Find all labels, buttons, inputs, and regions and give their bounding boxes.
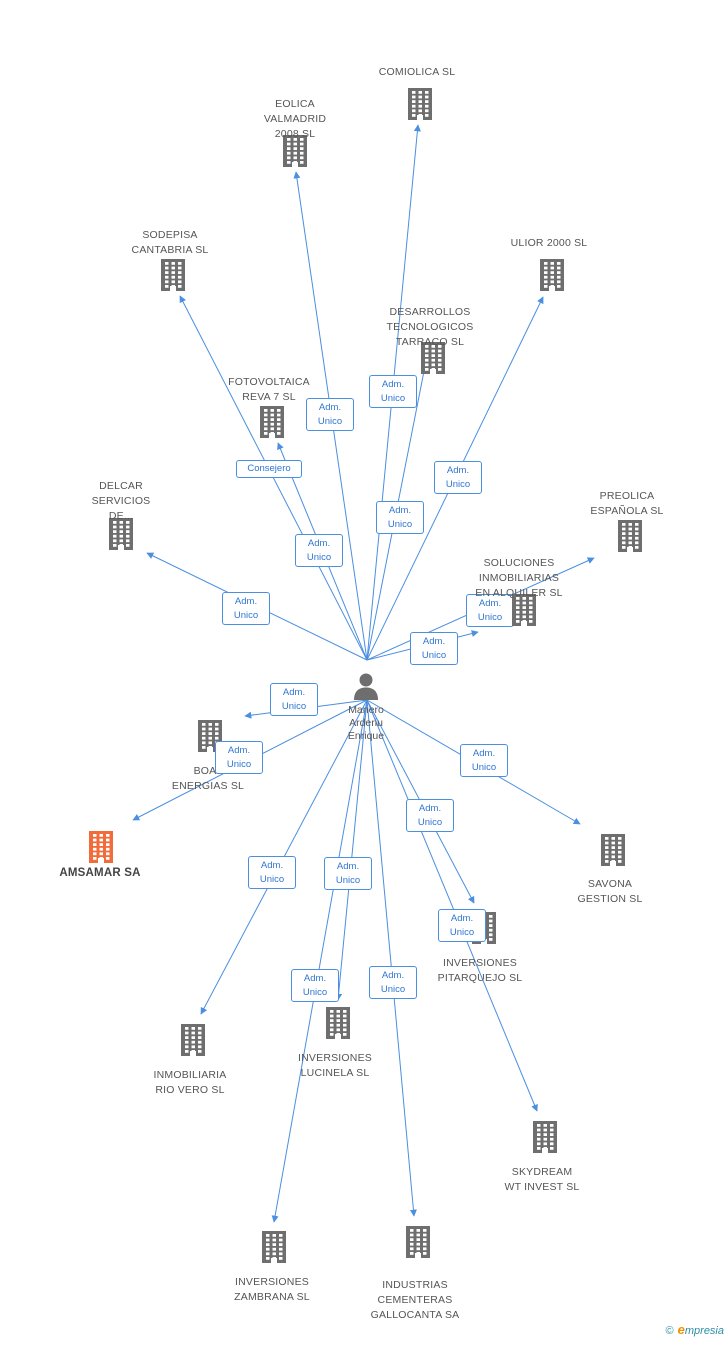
company-name: EOLICA VALMADRID 2008 SL xyxy=(263,98,327,140)
company-node-eolica[interactable]: EOLICA VALMADRID 2008 SL xyxy=(235,97,355,142)
role-label-fotovoltaica[interactable]: Consejero xyxy=(236,460,302,478)
brand-name: mpresia xyxy=(684,1325,724,1337)
building-icon xyxy=(421,342,445,374)
company-node-skydream[interactable]: SKYDREAM WT INVEST SL xyxy=(482,1165,602,1195)
role-label-soluciones[interactable]: Adm. Unico xyxy=(410,632,458,665)
role-label-delcar[interactable]: Adm. Unico xyxy=(222,592,270,625)
building-icon xyxy=(406,1226,430,1258)
role-label-preolica[interactable]: Adm. Unico xyxy=(466,594,514,627)
role-label-ulior[interactable]: Adm. Unico xyxy=(434,461,482,494)
company-name: INDUSTRIAS CEMENTERAS GALLOCANTA SA xyxy=(370,1279,460,1321)
edge-lucinela xyxy=(335,699,368,1001)
building-icon xyxy=(283,135,307,167)
role-label-zambrana[interactable]: Adm. Unico xyxy=(291,969,339,1002)
role-label-desarrollos[interactable]: Adm. Unico xyxy=(376,501,424,534)
role-label-boal[interactable]: Adm. Unico xyxy=(270,683,318,716)
role-label-skydream[interactable]: Adm. Unico xyxy=(438,909,486,942)
company-name: SODEPISA CANTABRIA SL xyxy=(131,229,209,256)
person-icon xyxy=(354,673,378,700)
building-icon xyxy=(326,1007,350,1039)
company-name: SAVONA GESTION SL xyxy=(577,878,643,905)
building-icon xyxy=(161,259,185,291)
role-label-lucinela[interactable]: Adm. Unico xyxy=(324,857,372,890)
role-label-pitarquejo[interactable]: Adm. Unico xyxy=(406,799,454,832)
building-icon xyxy=(540,259,564,291)
company-name: SKYDREAM WT INVEST SL xyxy=(504,1166,580,1193)
footer-brand[interactable]: ©empresia xyxy=(666,1322,724,1337)
building-icon xyxy=(408,88,432,120)
company-node-ulior[interactable]: ULIOR 2000 SL xyxy=(489,236,609,251)
building-icon xyxy=(181,1024,205,1056)
copyright-mark: © xyxy=(665,1325,674,1337)
company-node-pitarquejo[interactable]: INVERSIONES PITARQUEJO SL xyxy=(420,956,540,986)
company-node-zambrana[interactable]: INVERSIONES ZAMBRANA SL xyxy=(212,1275,332,1305)
company-node-comiolica[interactable]: COMIOLICA SL xyxy=(357,65,477,80)
edge-sodepisa xyxy=(179,295,368,661)
company-node-amsamar[interactable]: AMSAMAR SA xyxy=(40,866,160,881)
building-icon xyxy=(512,594,536,626)
edge-skydream xyxy=(366,699,538,1112)
company-node-sodepisa[interactable]: SODEPISA CANTABRIA SL xyxy=(110,228,230,258)
company-node-preolica[interactable]: PREOLICA ESPAÑOLA SL xyxy=(567,489,687,519)
company-name: INVERSIONES LUCINELA SL xyxy=(298,1052,372,1079)
role-label-savona[interactable]: Adm. Unico xyxy=(460,744,508,777)
role-label-comiolica[interactable]: Adm. Unico xyxy=(369,375,417,408)
company-node-soluciones[interactable]: SOLUCIONES INMOBILIARIAS EN ALQUILER SL xyxy=(459,556,579,601)
company-name: ULIOR 2000 SL xyxy=(510,237,588,249)
company-name: DELCAR SERVICIOS DE... xyxy=(91,480,151,522)
company-name: INVERSIONES PITARQUEJO SL xyxy=(437,957,523,984)
role-label-riovero[interactable]: Adm. Unico xyxy=(248,856,296,889)
role-label-sodepisa[interactable]: Adm. Unico xyxy=(295,534,343,567)
building-icon xyxy=(618,520,642,552)
company-node-delcar[interactable]: DELCAR SERVICIOS DE... xyxy=(61,479,181,524)
building-icon xyxy=(601,834,625,866)
center-person[interactable]: Manero Arderiu Enrique xyxy=(338,672,394,743)
company-name: PREOLICA ESPAÑOLA SL xyxy=(590,490,664,517)
person-name: Manero Arderiu Enrique xyxy=(347,704,385,742)
edge-zambrana xyxy=(271,699,368,1223)
company-node-savona[interactable]: SAVONA GESTION SL xyxy=(550,877,670,907)
role-label-cementeras[interactable]: Adm. Unico xyxy=(369,966,417,999)
role-label-eolica[interactable]: Adm. Unico xyxy=(306,398,354,431)
company-node-lucinela[interactable]: INVERSIONES LUCINELA SL xyxy=(275,1051,395,1081)
company-name: FOTOVOLTAICA REVA 7 SL xyxy=(228,376,310,403)
building-icon xyxy=(89,831,113,863)
building-icon xyxy=(533,1121,557,1153)
company-name: COMIOLICA SL xyxy=(378,66,456,78)
company-node-fotovoltaica[interactable]: FOTOVOLTAICA REVA 7 SL xyxy=(209,375,329,405)
role-label-amsamar[interactable]: Adm. Unico xyxy=(215,741,263,774)
company-name: INMOBILIARIA RIO VERO SL xyxy=(153,1069,227,1096)
company-name: AMSAMAR SA xyxy=(59,867,141,879)
company-node-riovero[interactable]: INMOBILIARIA RIO VERO SL xyxy=(130,1068,250,1098)
brand-initial: e xyxy=(677,1322,685,1337)
company-name: SOLUCIONES INMOBILIARIAS EN ALQUILER SL xyxy=(475,557,563,599)
company-name: INVERSIONES ZAMBRANA SL xyxy=(234,1276,310,1303)
company-name: DESARROLLOS TECNOLOGICOS TARRACO SL xyxy=(386,306,474,348)
edge-cementeras xyxy=(366,699,417,1217)
building-icon xyxy=(262,1231,286,1263)
building-icon xyxy=(260,406,284,438)
building-icon xyxy=(109,518,133,550)
company-node-desarrollos[interactable]: DESARROLLOS TECNOLOGICOS TARRACO SL xyxy=(370,305,490,350)
company-node-cementeras[interactable]: INDUSTRIAS CEMENTERAS GALLOCANTA SA xyxy=(355,1278,475,1323)
